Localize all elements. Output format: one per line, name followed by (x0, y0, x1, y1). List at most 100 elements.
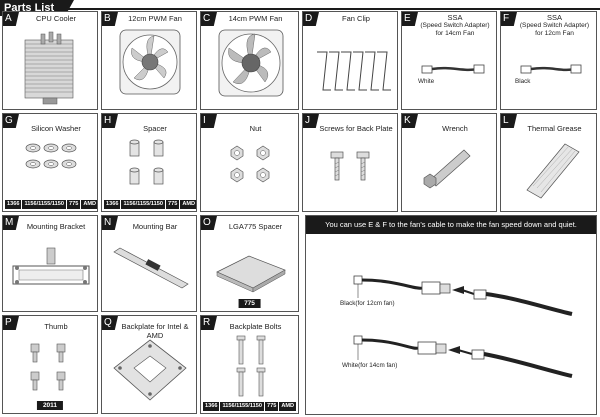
part-cell-h: H Spacer 1366 1156/1155/1150 775 AMD (101, 113, 197, 212)
mounting-bar-icon (113, 247, 189, 289)
fan-120-icon (119, 29, 181, 95)
part-title: Thumb (44, 322, 68, 331)
ssa-fan-size: for 12cm Fan (535, 30, 574, 37)
part-title: 12cm PWM Fan (128, 14, 182, 23)
socket-badge: 1156/1155/1150 (22, 200, 66, 209)
ssa-title: SSA (447, 13, 463, 22)
spacer-icon (129, 139, 164, 185)
part-letter: P (3, 316, 19, 330)
part-letter: D (303, 12, 319, 26)
part-title: CPU Cooler (35, 14, 76, 23)
header-band (0, 0, 600, 8)
part-title: Nut (249, 124, 262, 133)
header-rule (0, 8, 600, 10)
socket-badge: 775 (66, 200, 81, 209)
part-cell-l: L Thermal Grease (500, 113, 597, 212)
ssa-black-cable-icon (520, 64, 582, 74)
silicon-washer-icon (25, 143, 77, 169)
ssa-subtitle: (Speed Switch Adapter) (420, 22, 490, 29)
thumb-screw-icon (30, 343, 66, 391)
part-title: 14cm PWM Fan (228, 14, 283, 23)
part-cell-f: F SSA (Speed Switch Adapter) for 12cm Fa… (500, 11, 597, 110)
part-cell-r: R Backplate Bolts 1366 1156/1155/1150 77… (200, 315, 299, 414)
ssa-color-label: White (418, 78, 435, 85)
socket-badges: 1366 1156/1155/1150 775 AMD (203, 402, 297, 411)
socket-badge: 1156/1155/1150 (121, 200, 165, 209)
part-title: Wrench (442, 124, 468, 133)
socket-badge: AMD (180, 200, 196, 209)
ssa-fan-size: for 14cm Fan (435, 30, 475, 37)
part-letter: M (3, 216, 19, 230)
socket-badge: 2011 (36, 401, 64, 410)
part-cell-m: M Mounting Bracket (2, 215, 98, 312)
part-cell-p: P Thumb 2011 (2, 315, 98, 414)
fan-clip-icon (317, 51, 391, 91)
thermal-grease-icon (526, 143, 580, 199)
part-letter: J (303, 114, 319, 128)
socket-badge: 775 (165, 200, 180, 209)
part-letter: K (402, 114, 418, 128)
mounting-bracket-icon (12, 247, 90, 285)
backplate-bolt-icon (236, 335, 266, 397)
socket-badges: 1366 1156/1155/1150 775 AMD (5, 200, 97, 209)
part-letter: A (3, 12, 19, 26)
part-cell-a: A CPU Cooler (2, 11, 98, 110)
ssa-usage-panel: You can use E & F to the fan's cable to … (305, 215, 597, 415)
part-letter: R (201, 316, 217, 330)
part-title: Spacer (143, 124, 167, 133)
part-cell-k: K Wrench (401, 113, 497, 212)
part-letter: F (501, 12, 517, 26)
socket-badge: 1366 (203, 402, 220, 411)
part-title: Silicon Washer (31, 124, 81, 133)
part-title: Mounting Bracket (26, 222, 86, 231)
part-letter: Q (102, 316, 118, 330)
ssa-connection-diagram (353, 275, 573, 378)
part-title: Thermal Grease (527, 124, 582, 133)
socket-badge: AMD (81, 200, 97, 209)
part-letter: L (501, 114, 517, 128)
part-title: SSA (Speed Switch Adapter) for 14cm Fan (416, 14, 494, 38)
part-cell-o: O LGA775 Spacer 775 (200, 215, 299, 312)
socket-badges: 1366 1156/1155/1150 775 AMD (104, 200, 196, 209)
part-title: Fan Clip (342, 14, 370, 23)
part-cell-d: D Fan Clip (302, 11, 398, 110)
part-letter: B (102, 12, 118, 26)
part-letter: C (201, 12, 217, 26)
socket-badge: 775 (264, 402, 279, 411)
part-title: Screws for Back Plate (319, 124, 393, 133)
part-letter: O (201, 216, 217, 230)
backplate-icon (113, 339, 187, 401)
part-cell-n: N Mounting Bar (101, 215, 197, 312)
part-cell-b: B 12cm PWM Fan (101, 11, 197, 110)
part-title: SSA (Speed Switch Adapter) for 12cm Fan (515, 14, 594, 38)
socket-badge: 1366 (5, 200, 22, 209)
part-title: Backplate Bolts (229, 322, 282, 331)
part-letter: G (3, 114, 19, 128)
socket-badge: AMD (279, 402, 297, 411)
part-cell-e: E SSA (Speed Switch Adapter) for 14cm Fa… (401, 11, 497, 110)
ssa-usage-text: You can use E & F to the fan's cable to … (306, 216, 596, 234)
ssa-white-cable-icon (421, 64, 485, 74)
part-cell-i: I Nut (200, 113, 299, 212)
nut-icon (230, 145, 270, 183)
part-cell-j: J Screws for Back Plate (302, 113, 398, 212)
ssa-subtitle: (Speed Switch Adapter) (519, 22, 590, 29)
fan-140-icon (218, 29, 284, 97)
part-letter: I (201, 114, 217, 128)
part-title: Mounting Bar (132, 222, 178, 231)
wrench-icon (423, 149, 471, 189)
socket-badge: 1156/1155/1150 (220, 402, 264, 411)
part-cell-c: C 14cm PWM Fan (200, 11, 299, 110)
part-title: Backplate for Intel & AMD (121, 322, 189, 340)
part-letter: E (402, 12, 418, 26)
screw-icon (330, 151, 370, 181)
part-letter: H (102, 114, 118, 128)
ssa-title: SSA (546, 13, 562, 22)
ssa-color-label: Black (515, 78, 531, 85)
cpu-cooler-icon (24, 31, 74, 105)
black-fan-label: Black(for 12cm fan) (340, 300, 395, 307)
socket-badge: 1366 (104, 200, 121, 209)
part-letter: N (102, 216, 118, 230)
lga775-spacer-icon (216, 255, 286, 293)
socket-badge: 775 (238, 299, 261, 308)
